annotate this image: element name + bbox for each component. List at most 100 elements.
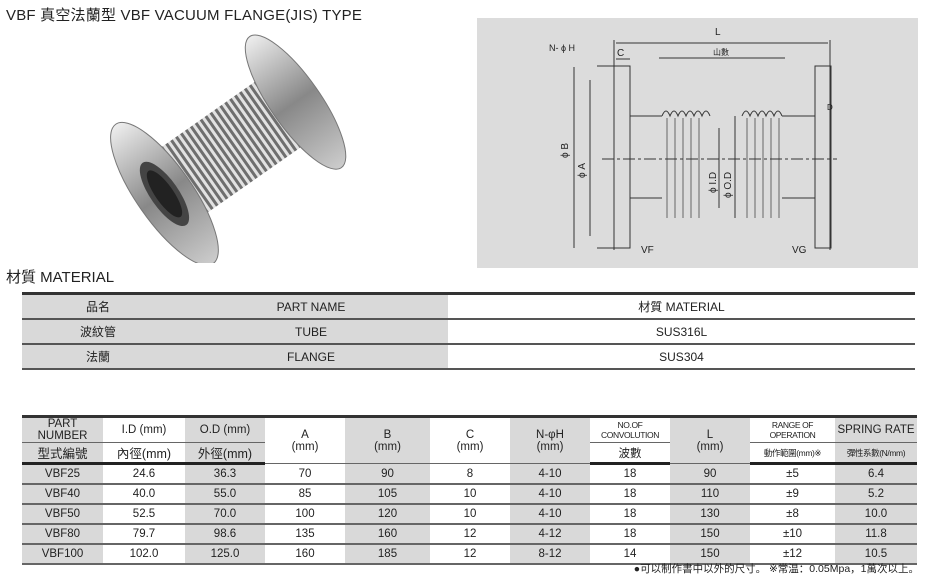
label-C: C bbox=[617, 48, 624, 59]
cell: 18 bbox=[590, 504, 670, 525]
header-cell: I.D (mm) bbox=[103, 415, 185, 443]
cell: 135 bbox=[265, 524, 345, 545]
header-cell: B(mm) bbox=[345, 415, 430, 464]
header-cell: PART NUMBER bbox=[22, 415, 103, 443]
header-cell: A(mm) bbox=[265, 415, 345, 464]
cell: 24.6 bbox=[103, 463, 185, 485]
cell: 8-12 bbox=[510, 544, 590, 565]
cell: 90 bbox=[345, 463, 430, 485]
bellows-photo bbox=[110, 34, 347, 263]
header-text: B bbox=[383, 428, 392, 441]
label-VF: VF bbox=[641, 245, 654, 256]
header-cell: L(mm) bbox=[670, 415, 750, 464]
cell: 125.0 bbox=[185, 544, 265, 565]
header-text: RANGE OF OPERATION bbox=[769, 420, 816, 440]
cell: 102.0 bbox=[103, 544, 185, 565]
cell: FLANGE bbox=[174, 344, 448, 370]
cell: ±8 bbox=[750, 504, 835, 525]
cell: 105 bbox=[345, 484, 430, 505]
header-text: C bbox=[465, 428, 475, 441]
header-cell: 型式編號 bbox=[22, 442, 103, 465]
header-text: N-φH bbox=[536, 428, 564, 441]
header-unit: (mm) bbox=[374, 440, 401, 453]
label-L: L bbox=[715, 27, 721, 38]
cell: 12 bbox=[430, 524, 510, 545]
label-convolutions: 山數 bbox=[713, 47, 729, 57]
cell: 11.8 bbox=[835, 524, 917, 545]
cell: ±12 bbox=[750, 544, 835, 565]
cell: SUS304 bbox=[448, 344, 915, 370]
header-text: L bbox=[706, 428, 714, 441]
cell: 18 bbox=[590, 463, 670, 485]
cell: 70.0 bbox=[185, 504, 265, 525]
header-cell: O.D (mm) bbox=[185, 415, 265, 443]
cell: 120 bbox=[345, 504, 430, 525]
header-cell: SPRING RATE bbox=[835, 415, 917, 443]
cell: 185 bbox=[345, 544, 430, 565]
cell: 100 bbox=[265, 504, 345, 525]
header-unit: (mm) bbox=[696, 440, 724, 453]
footnote: ●可以制作書中以外的尺寸。 ※常温：0.05Mpa，1萬次以上。 bbox=[633, 563, 919, 575]
cell: 4-10 bbox=[510, 484, 590, 505]
cell: 4-10 bbox=[510, 504, 590, 525]
cell: TUBE bbox=[174, 319, 448, 345]
cell: 55.0 bbox=[185, 484, 265, 505]
cell: VBF50 bbox=[22, 504, 103, 525]
header-cell: PART NAME bbox=[174, 292, 448, 320]
header-text: A bbox=[301, 428, 309, 441]
header-cell: 內徑(mm) bbox=[103, 442, 185, 465]
cell: 10.5 bbox=[835, 544, 917, 565]
cell: 4-12 bbox=[510, 524, 590, 545]
label-VG: VG bbox=[792, 245, 807, 256]
cell: VBF80 bbox=[22, 524, 103, 545]
header-text: O.D (mm) bbox=[199, 424, 251, 436]
header-unit: (mm) bbox=[536, 440, 564, 453]
cell: ±10 bbox=[750, 524, 835, 545]
header-text: I.D (mm) bbox=[121, 424, 167, 436]
table-header-row: 品名 PART NAME 材質 MATERIAL bbox=[22, 292, 915, 320]
cell: 70 bbox=[265, 463, 345, 485]
cell: 40.0 bbox=[103, 484, 185, 505]
header-cell: RANGE OF OPERATION bbox=[750, 415, 835, 443]
cell: VBF100 bbox=[22, 544, 103, 565]
cell: VBF40 bbox=[22, 484, 103, 505]
cell: 52.5 bbox=[103, 504, 185, 525]
cell: 150 bbox=[670, 544, 750, 565]
cell: ±9 bbox=[750, 484, 835, 505]
label-ID: ϕ I.D bbox=[708, 172, 719, 193]
header-cell: NO.OF CONVOLUTION bbox=[590, 415, 670, 443]
cell: 98.6 bbox=[185, 524, 265, 545]
cell: 法蘭 bbox=[22, 344, 174, 370]
label-OD: ϕ O.D bbox=[723, 172, 734, 198]
cell: 18 bbox=[590, 484, 670, 505]
cell: 36.3 bbox=[185, 463, 265, 485]
cell: 6.4 bbox=[835, 463, 917, 485]
label-A: ϕ A bbox=[577, 163, 588, 178]
table-header-row: 型式編號內徑(mm)外徑(mm)波數動作範圍(mm)※彈性系數(N/mm) bbox=[22, 442, 917, 465]
header-text: PART NUMBER bbox=[37, 418, 88, 442]
header-unit: (mm) bbox=[456, 440, 484, 453]
cell: 5.2 bbox=[835, 484, 917, 505]
cell: 8 bbox=[430, 463, 510, 485]
cell: 85 bbox=[265, 484, 345, 505]
header-cell: N-φH(mm) bbox=[510, 415, 590, 464]
cell: 150 bbox=[670, 524, 750, 545]
cell: 10 bbox=[430, 504, 510, 525]
header-cell: C(mm) bbox=[430, 415, 510, 464]
header-text: NO.OF CONVOLUTION bbox=[601, 420, 659, 440]
material-section-title: 材質 MATERIAL bbox=[6, 269, 115, 286]
cell: 波紋管 bbox=[22, 319, 174, 345]
cell: 14 bbox=[590, 544, 670, 565]
header-cell: 波數 bbox=[590, 442, 670, 465]
label-B: ϕ B bbox=[560, 143, 571, 158]
cell: 79.7 bbox=[103, 524, 185, 545]
cell: VBF25 bbox=[22, 463, 103, 485]
